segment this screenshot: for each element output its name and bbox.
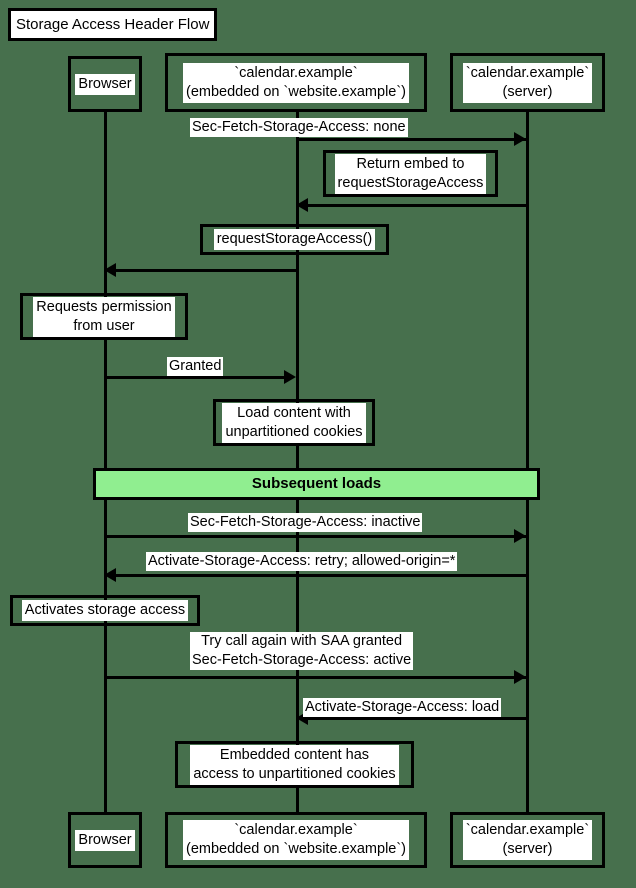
message-line-return-embed: [306, 204, 528, 207]
arrow-head-sec-fetch-none: [514, 132, 526, 146]
diagram-title-box: Storage Access Header Flow: [8, 8, 218, 41]
participant-server-bottom[interactable]: `calendar.example` (server): [450, 812, 605, 868]
lifeline-embed: [296, 112, 299, 814]
participant-embed-bottom-label: `calendar.example` (embedded on `website…: [182, 820, 410, 860]
message-line-activate-load: [306, 717, 528, 720]
participant-embed-top[interactable]: `calendar.example` (embedded on `website…: [165, 53, 427, 112]
message-label-activate-retry: Activate-Storage-Access: retry; allowed-…: [146, 552, 458, 571]
note-return-embed: Return embed to requestStorageAccess: [323, 150, 498, 197]
note-request-storage-access: requestStorageAccess(): [200, 224, 389, 255]
note-embedded-content-access-text: Embedded content has access to unpartiti…: [190, 744, 399, 785]
message-label-sec-fetch-inactive: Sec-Fetch-Storage-Access: inactive: [188, 513, 423, 532]
message-label-sec-fetch-none: Sec-Fetch-Storage-Access: none: [190, 118, 408, 137]
participant-server-bottom-label: `calendar.example` (server): [462, 820, 593, 860]
participant-server-top[interactable]: `calendar.example` (server): [450, 53, 605, 112]
note-activates-storage-access: Activates storage access: [10, 595, 200, 626]
note-load-content-text: Load content with unpartitioned cookies: [222, 402, 366, 443]
participant-server-top-label: `calendar.example` (server): [462, 62, 593, 103]
message-line-try-call-again: [104, 676, 528, 679]
participant-browser-bottom[interactable]: Browser: [68, 812, 142, 868]
message-line-sec-fetch-inactive: [104, 535, 528, 538]
message-line-sec-fetch-none: [296, 138, 528, 141]
message-label-granted: Granted: [167, 357, 224, 376]
note-embedded-content-access: Embedded content has access to unpartiti…: [175, 741, 414, 788]
participant-embed-bottom[interactable]: `calendar.example` (embedded on `website…: [165, 812, 427, 868]
note-return-embed-text: Return embed to requestStorageAccess: [334, 153, 487, 194]
note-load-content: Load content with unpartitioned cookies: [213, 399, 375, 446]
participant-browser-top-label: Browser: [75, 73, 135, 95]
note-requests-permission: Requests permission from user: [20, 293, 188, 340]
arrow-head-sec-fetch-inactive: [514, 529, 526, 543]
message-line-granted: [104, 376, 286, 379]
lifeline-browser: [104, 112, 107, 814]
diagram-title: Storage Access Header Flow: [11, 11, 215, 38]
note-request-storage-access-text: requestStorageAccess(): [213, 229, 376, 250]
participant-browser-bottom-label: Browser: [75, 829, 135, 851]
arrow-head-granted: [284, 370, 296, 384]
lifeline-server: [526, 112, 529, 814]
message-label-try-call-again: Try call again with SAA granted Sec-Fetc…: [190, 632, 414, 670]
message-label-activate-load: Activate-Storage-Access: load: [303, 698, 502, 717]
participant-embed-top-label: `calendar.example` (embedded on `website…: [182, 62, 410, 103]
arrow-head-activate-retry: [104, 568, 116, 582]
participant-browser-top[interactable]: Browser: [68, 56, 142, 112]
arrow-head-return-embed: [296, 198, 308, 212]
message-line-request-storage-access: [114, 269, 298, 272]
note-requests-permission-text: Requests permission from user: [33, 296, 175, 337]
divider-subsequent-loads-label: Subsequent loads: [251, 475, 382, 492]
message-line-activate-retry: [114, 574, 528, 577]
arrow-head-request-storage-access: [104, 263, 116, 277]
arrow-head-try-call-again: [514, 670, 526, 684]
note-activates-storage-access-text: Activates storage access: [21, 600, 189, 621]
divider-subsequent-loads: Subsequent loads: [93, 468, 540, 500]
